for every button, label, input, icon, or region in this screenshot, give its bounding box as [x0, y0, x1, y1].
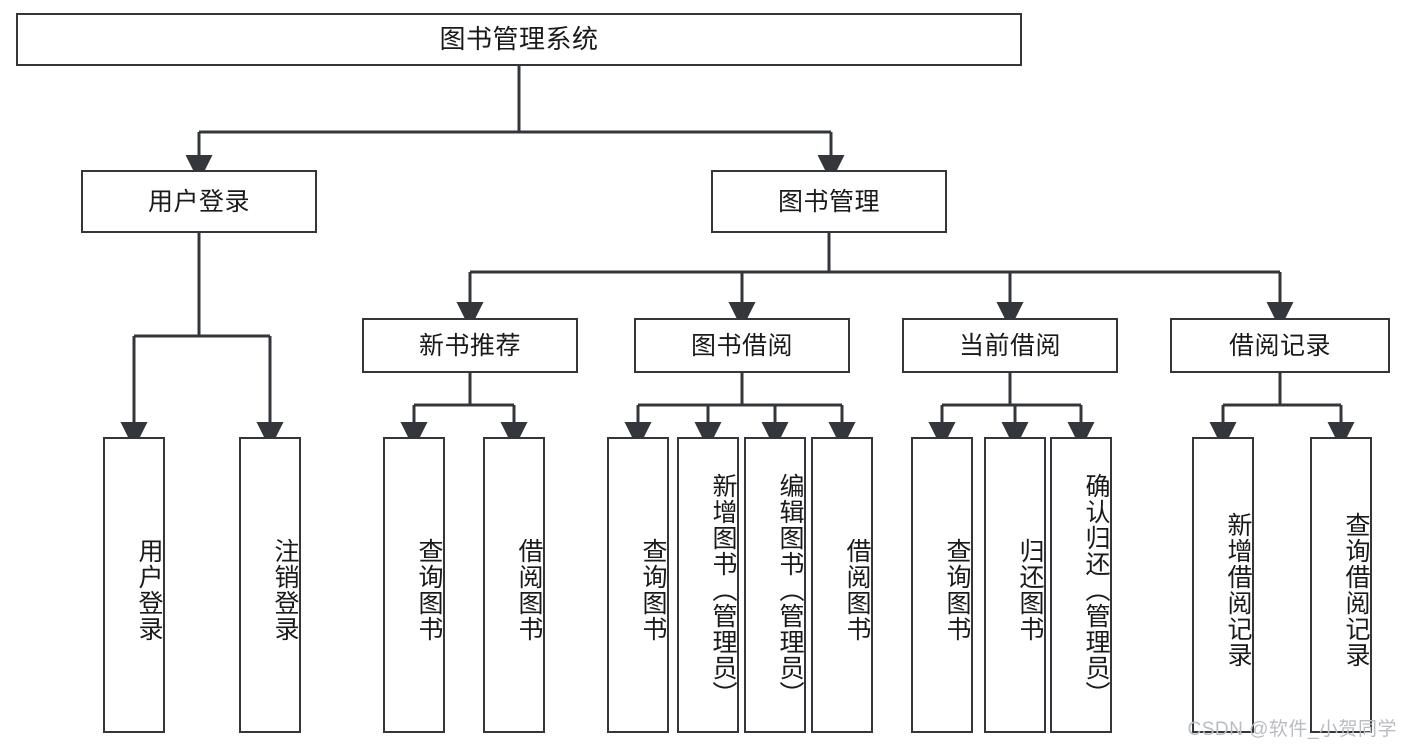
node-label: 用户登录: [135, 538, 163, 642]
node-label: 新书推荐: [418, 331, 521, 360]
node-label: 注销登录: [271, 538, 299, 642]
node-label: 归还图书: [1016, 538, 1044, 642]
node-leaf-query-book-2[interactable]: 查询图书: [607, 437, 669, 733]
node-leaf-edit-book-admin[interactable]: 编辑图书（管理员）: [744, 437, 806, 733]
node-leaf-user-login[interactable]: 用户登录: [103, 437, 165, 733]
node-label: 借阅记录: [1228, 331, 1331, 360]
node-leaf-add-book-admin[interactable]: 新增图书（管理员）: [677, 437, 739, 733]
node-label: 图书借阅: [690, 331, 793, 360]
node-leaf-query-book-3[interactable]: 查询图书: [911, 437, 973, 733]
node-leaf-borrow-book-1[interactable]: 借阅图书: [483, 437, 545, 733]
node-label: 新增图书（管理员）: [709, 473, 737, 707]
node-label: 查询图书: [639, 538, 667, 642]
node-leaf-return-book[interactable]: 归还图书: [984, 437, 1046, 733]
node-leaf-borrow-book-2[interactable]: 借阅图书: [811, 437, 873, 733]
node-label: 当前借阅: [958, 331, 1061, 360]
node-label: 查询借阅记录: [1342, 512, 1370, 668]
node-leaf-add-borrow-record[interactable]: 新增借阅记录: [1192, 437, 1254, 733]
node-label: 图书管理: [777, 187, 880, 216]
node-leaf-query-borrow-record[interactable]: 查询借阅记录: [1310, 437, 1372, 733]
node-borrow-record[interactable]: 借阅记录: [1170, 318, 1390, 373]
node-new-book-recommend[interactable]: 新书推荐: [362, 318, 578, 373]
node-label: 借阅图书: [843, 538, 871, 642]
node-leaf-logout[interactable]: 注销登录: [239, 437, 301, 733]
node-label: 借阅图书: [515, 538, 543, 642]
node-book-borrow[interactable]: 图书借阅: [634, 318, 850, 373]
node-label: 用户登录: [147, 187, 250, 216]
node-user-login[interactable]: 用户登录: [81, 170, 317, 233]
node-label: 查询图书: [415, 538, 443, 642]
node-root-system[interactable]: 图书管理系统: [16, 13, 1022, 66]
node-leaf-query-book-1[interactable]: 查询图书: [383, 437, 445, 733]
node-label: 图书管理系统: [439, 23, 599, 54]
node-label: 确认归还（管理员）: [1082, 473, 1110, 707]
node-label: 新增借阅记录: [1224, 512, 1252, 668]
node-label: 编辑图书（管理员）: [776, 473, 804, 707]
node-leaf-confirm-return-admin[interactable]: 确认归还（管理员）: [1050, 437, 1112, 733]
node-book-manage[interactable]: 图书管理: [711, 170, 947, 233]
watermark-text: CSDN @软件_小贺同学: [1187, 719, 1397, 740]
node-current-borrow[interactable]: 当前借阅: [902, 318, 1118, 373]
node-label: 查询图书: [943, 538, 971, 642]
